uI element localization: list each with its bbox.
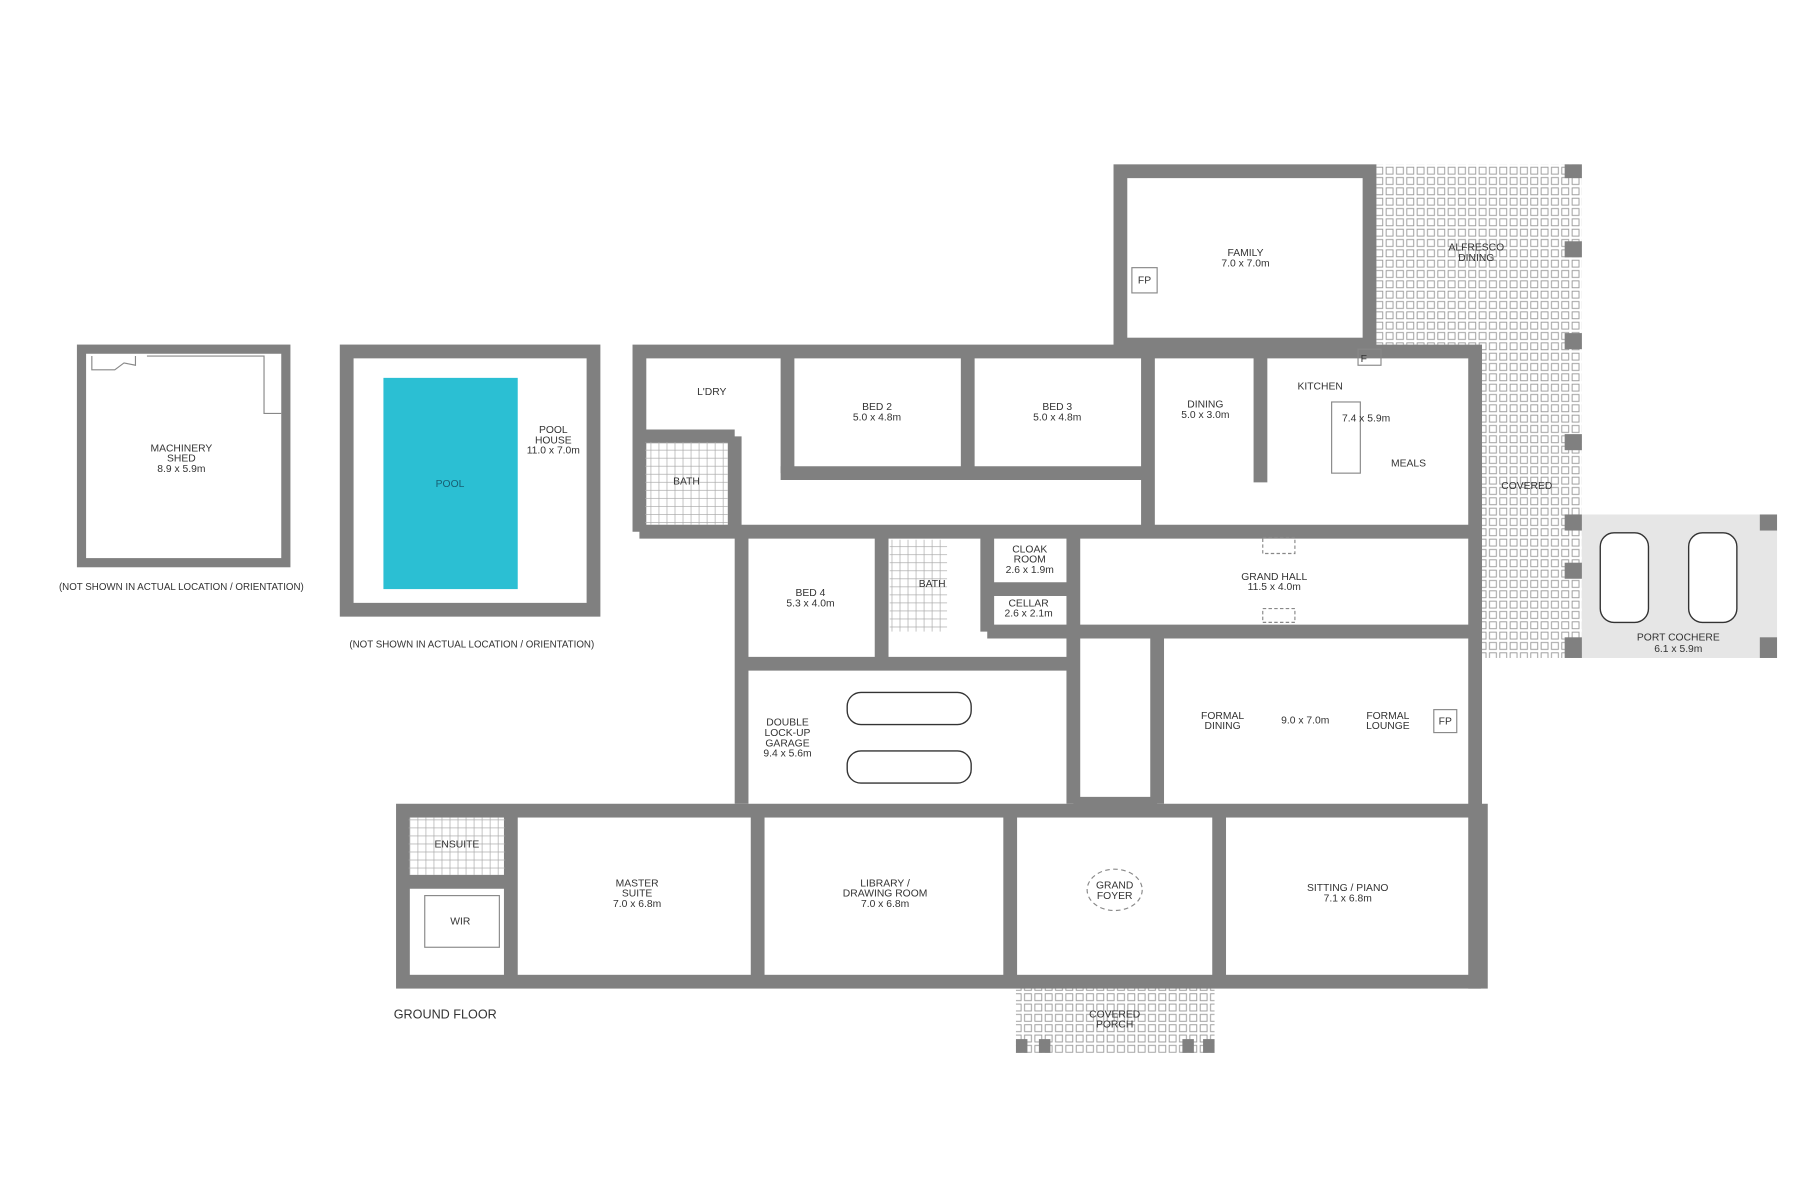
room-name: PORT COCHERE [1637, 633, 1720, 644]
location-note: (NOT SHOWN IN ACTUAL LOCATION / ORIENTAT… [59, 582, 304, 593]
fireplace-label: FP [1439, 717, 1452, 728]
room-size: 7.4 x 5.9m [1342, 413, 1390, 424]
location-note: (NOT SHOWN IN ACTUAL LOCATION / ORIENTAT… [349, 640, 594, 651]
room-name: FAMILY [1228, 248, 1264, 259]
room-size: 7.0 x 7.0m [1221, 259, 1269, 270]
machinery-shed: MACHINERY SHED 8.9 x 5.9m (NOT SHOWN IN … [59, 344, 304, 593]
room-name: MACHINERY [150, 443, 212, 454]
room-name: POOL [539, 425, 568, 436]
room-name: BED 3 [1042, 402, 1072, 413]
room-size: 8.9 x 5.9m [157, 464, 205, 475]
room-name: SITTING / PIANO [1307, 883, 1389, 894]
room-size: 5.0 x 4.8m [853, 412, 901, 423]
room-name: FORMAL [1366, 711, 1409, 722]
room-labels: FAMILY 7.0 x 7.0m FP ALFRESCO DINING L'D… [394, 242, 1720, 1030]
room-name: GARAGE [765, 738, 809, 749]
room-name: GRAND HALL [1241, 572, 1307, 583]
room-size: 5.3 x 4.0m [786, 598, 834, 609]
room-name: SUITE [622, 889, 653, 900]
room-name: POOL [436, 479, 465, 490]
room-name: HOUSE [535, 435, 572, 446]
room-name: FORMAL [1201, 711, 1244, 722]
room-size: 11.5 x 4.0m [1248, 582, 1301, 593]
room-size: 9.0 x 7.0m [1281, 715, 1329, 726]
car-icon [1599, 532, 1650, 624]
room-size: 7.0 x 6.8m [861, 899, 909, 910]
fridge-label: F [1361, 354, 1367, 365]
room-name: DOUBLE [766, 718, 809, 729]
room-name: CELLAR [1008, 598, 1048, 609]
room-name: DINING [1204, 721, 1240, 732]
room-name: DINING [1458, 253, 1494, 264]
room-size: 2.6 x 2.1m [1004, 609, 1052, 620]
room-name: MASTER [616, 878, 659, 889]
room-size: 7.0 x 6.8m [613, 899, 661, 910]
area-label: PORCH [1096, 1020, 1133, 1031]
room-size: 5.0 x 4.8m [1033, 412, 1081, 423]
room-name: BED 2 [862, 402, 892, 413]
room-name: BATH [919, 579, 946, 590]
room-name: DRAWING ROOM [843, 889, 928, 900]
room-name: SHED [167, 454, 196, 465]
area-label: COVERED [1501, 481, 1552, 492]
room-size: 7.1 x 6.8m [1324, 893, 1372, 904]
room-size: 11.0 x 7.0m [527, 446, 580, 457]
room-name: WIR [450, 916, 470, 927]
room-name: LOUNGE [1366, 721, 1410, 732]
fireplace-label: FP [1138, 276, 1151, 287]
main-house-walls [396, 164, 1488, 989]
room-size: 9.4 x 5.6m [763, 749, 811, 760]
room-name: ROOM [1014, 555, 1046, 566]
car-icon [846, 691, 972, 726]
room-size: 6.1 x 5.9m [1654, 644, 1702, 655]
area-label: COVERED [1089, 1009, 1140, 1020]
car-icon [846, 750, 972, 784]
floor-label: GROUND FLOOR [394, 1007, 497, 1021]
room-name: LOCK-UP [765, 728, 811, 739]
car-icon [1687, 532, 1738, 624]
room-name: FOYER [1097, 891, 1133, 902]
room-name: ALFRESCO [1448, 242, 1504, 253]
room-name: LIBRARY / [860, 878, 910, 889]
pool [383, 377, 518, 590]
room-name: MEALS [1391, 458, 1426, 469]
room-name: ENSUITE [435, 839, 480, 850]
room-name: L'DRY [697, 387, 726, 398]
room-name: KITCHEN [1297, 381, 1342, 392]
room-size: 5.0 x 3.0m [1181, 410, 1229, 421]
cars [846, 532, 1738, 784]
pool-house: POOL POOL HOUSE 11.0 x 7.0m (NOT SHOWN I… [339, 344, 601, 651]
room-name: BED 4 [796, 588, 826, 599]
room-name: DINING [1187, 400, 1223, 411]
room-size: 2.6 x 1.9m [1006, 565, 1054, 576]
room-name: GRAND [1096, 881, 1133, 892]
room-name: BATH [673, 477, 700, 488]
room-name: CLOAK [1012, 544, 1047, 555]
